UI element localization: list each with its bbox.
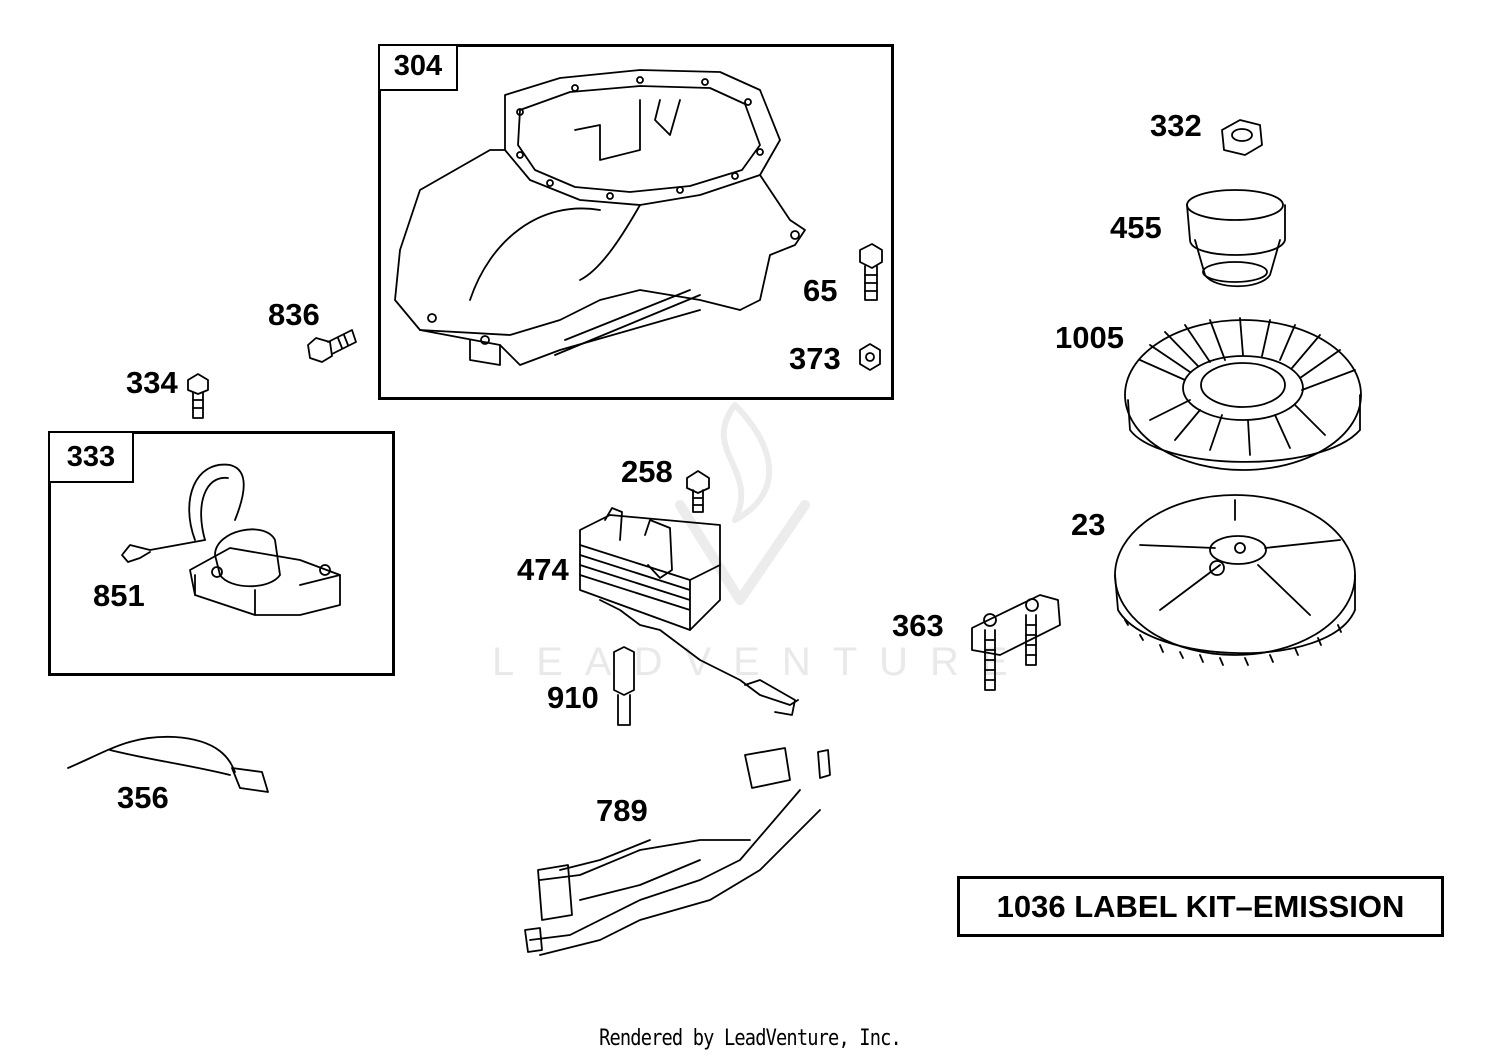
part-label-258: 258 (621, 454, 673, 489)
part-label-23: 23 (1071, 507, 1106, 542)
bolt-836-drawing (307, 329, 357, 363)
fan-1005-drawing (1124, 317, 1362, 471)
part-label-363: 363 (892, 608, 944, 643)
starter-cup-drawing (1186, 189, 1286, 288)
part-label-455: 455 (1110, 210, 1162, 245)
part-label-332: 332 (1150, 108, 1202, 143)
part-label-1005: 1005 (1055, 320, 1124, 355)
part-label-333: 333 (48, 431, 134, 483)
blower-housing-frame (378, 44, 894, 400)
part-label-910: 910 (547, 680, 599, 715)
label-kit-emission: 1036 LABEL KIT–EMISSION (957, 876, 1444, 937)
flywheel-23-drawing (1114, 494, 1356, 666)
bracket-363-drawing (971, 594, 1061, 691)
part-label-474: 474 (517, 552, 569, 587)
part-label-789: 789 (596, 793, 648, 828)
nut-373-drawing (859, 343, 881, 371)
nut-332-drawing (1221, 119, 1263, 156)
spacer-910-drawing (613, 646, 635, 726)
ignition-coil-drawing (579, 507, 799, 716)
harness-789-drawing (524, 747, 831, 956)
blower-housing-drawing (394, 69, 806, 366)
watermark-text: LEADVENTURE (492, 640, 1030, 684)
armature-frame (48, 431, 395, 676)
screw-258-drawing (686, 470, 710, 513)
rendered-by-footer: Rendered by LeadVenture, Inc. (599, 1026, 902, 1051)
part-label-304: 304 (378, 44, 458, 91)
part-label-334: 334 (126, 365, 178, 400)
part-label-65: 65 (803, 273, 838, 308)
part-label-373: 373 (789, 341, 841, 376)
part-label-851: 851 (93, 578, 145, 613)
armature-drawing (121, 463, 341, 616)
bolt-334-drawing (187, 373, 209, 419)
part-label-356: 356 (117, 780, 169, 815)
bolt-65-drawing (859, 243, 883, 301)
wire-356-drawing (67, 735, 269, 793)
part-label-836: 836 (268, 297, 320, 332)
